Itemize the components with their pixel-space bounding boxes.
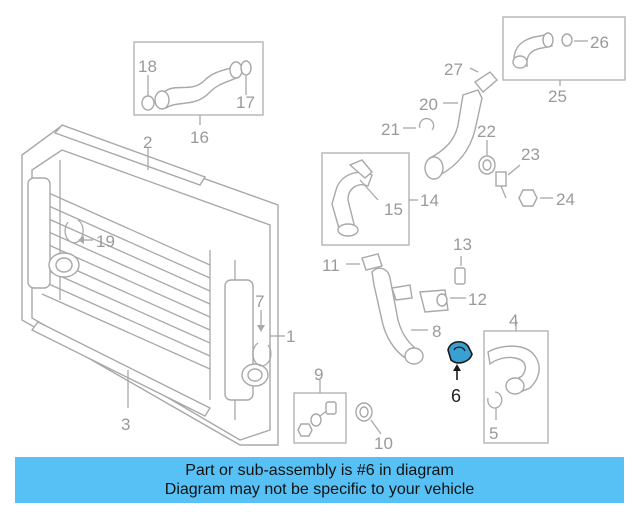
callout-11: 11 — [322, 256, 340, 275]
part-6-clamp-highlighted[interactable]: 6 — [447, 341, 473, 406]
hose-kit-15[interactable]: 15 14 — [321, 152, 439, 246]
grommet-10[interactable]: 10 — [355, 402, 393, 453]
grommet-22[interactable]: 22 — [477, 122, 496, 175]
callout-6: 6 — [451, 386, 461, 406]
callout-12: 12 — [468, 290, 487, 309]
o-ring-19[interactable]: 19 — [64, 219, 115, 251]
hose-kit-4[interactable]: 4 5 — [483, 311, 549, 444]
callout-5: 5 — [489, 424, 498, 443]
flange-12[interactable]: 12 — [419, 289, 487, 313]
charge-pipe-8[interactable]: 11 8 — [322, 253, 441, 365]
callout-20: 20 — [419, 95, 438, 114]
clamp-21[interactable]: 21 — [381, 117, 435, 139]
banner-line-1: Part or sub-assembly is #6 in diagram — [185, 462, 454, 479]
hose-kit-16[interactable]: 18 17 16 — [133, 41, 264, 147]
callout-10: 10 — [374, 434, 393, 453]
callout-9: 9 — [314, 365, 323, 384]
callout-13: 13 — [453, 235, 472, 254]
callout-24: 24 — [556, 190, 575, 209]
charge-pipe-20[interactable]: 27 20 — [419, 60, 498, 180]
o-ring-7[interactable]: 7 — [252, 292, 272, 367]
callout-18: 18 — [138, 57, 157, 76]
callout-15: 15 — [384, 200, 403, 219]
fastener-kit-9[interactable]: 9 — [293, 365, 347, 444]
callout-4: 4 — [509, 311, 518, 330]
nut-24[interactable]: 24 — [518, 189, 575, 209]
callout-21: 21 — [381, 120, 400, 139]
parts-diagram: 1 2 3 19 7 18 17 16 — [21, 16, 626, 453]
upper-seal-strip[interactable]: 2 — [53, 124, 207, 186]
callout-1: 1 — [286, 327, 295, 346]
callout-23: 23 — [521, 145, 540, 164]
banner-line-2: Diagram may not be specific to your vehi… — [164, 481, 475, 498]
bolt-23[interactable]: 23 — [495, 145, 540, 199]
callout-2: 2 — [143, 133, 152, 152]
callout-16: 16 — [190, 128, 209, 147]
callout-7: 7 — [255, 292, 264, 311]
lower-seal-strip[interactable]: 3 — [30, 321, 212, 434]
info-banner: Part or sub-assembly is #6 in diagram Di… — [15, 457, 624, 503]
callout-26: 26 — [590, 33, 609, 52]
callout-27: 27 — [444, 60, 463, 79]
callout-17: 17 — [236, 93, 255, 112]
callout-3: 3 — [121, 415, 130, 434]
sensor-13[interactable]: 13 — [453, 235, 472, 285]
callout-25: 25 — [548, 87, 567, 106]
intercooler-assembly[interactable]: 1 — [21, 126, 295, 446]
callout-22: 22 — [477, 122, 496, 141]
callout-14: 14 — [420, 191, 439, 210]
callout-19: 19 — [96, 232, 115, 251]
callout-8: 8 — [432, 322, 441, 341]
hose-kit-25[interactable]: 26 25 — [502, 16, 626, 106]
